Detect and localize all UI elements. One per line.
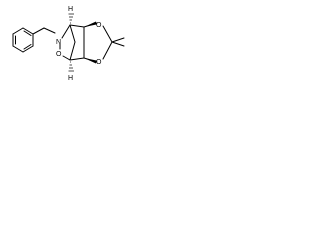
- bridgehead-c2-bond: [69, 57, 85, 61]
- benzyl-ch2-bond: [32, 27, 45, 35]
- atom-oxygen-upper: O: [96, 22, 102, 29]
- atom-oxygen-bridge: O: [56, 51, 62, 58]
- methyl-upper-bond: [111, 37, 125, 43]
- molecule-drawing: N O O O H H: [12, 6, 125, 82]
- hash-bond-upper: [68, 13, 74, 24]
- structure-diagram: N O O O H H: [0, 0, 154, 86]
- atom-hydrogen-lower: H: [68, 75, 73, 82]
- atom-oxygen-lower: O: [96, 59, 102, 66]
- bridgehead-lower-bridge-bond: [69, 41, 76, 61]
- n-bridgehead-upper-bond: [61, 24, 71, 39]
- benzene-ring: [12, 27, 34, 53]
- methyl-lower-bond: [111, 41, 125, 47]
- stereo-wedge-upper: [84, 21, 97, 27]
- hash-bond-lower: [68, 61, 74, 72]
- ch2-n-bond: [43, 27, 56, 34]
- o-upper-cq-bond: [102, 25, 113, 43]
- o-bridgehead-lower-bond: [62, 55, 71, 61]
- o-lower-cq-bond: [102, 41, 113, 60]
- bridgehead-upper-bridge-bond: [69, 24, 76, 43]
- atom-hydrogen-upper: H: [68, 6, 73, 13]
- stereo-wedge-lower: [84, 58, 97, 64]
- bridgehead-c1-bond: [69, 24, 85, 28]
- atom-nitrogen: N: [56, 39, 61, 46]
